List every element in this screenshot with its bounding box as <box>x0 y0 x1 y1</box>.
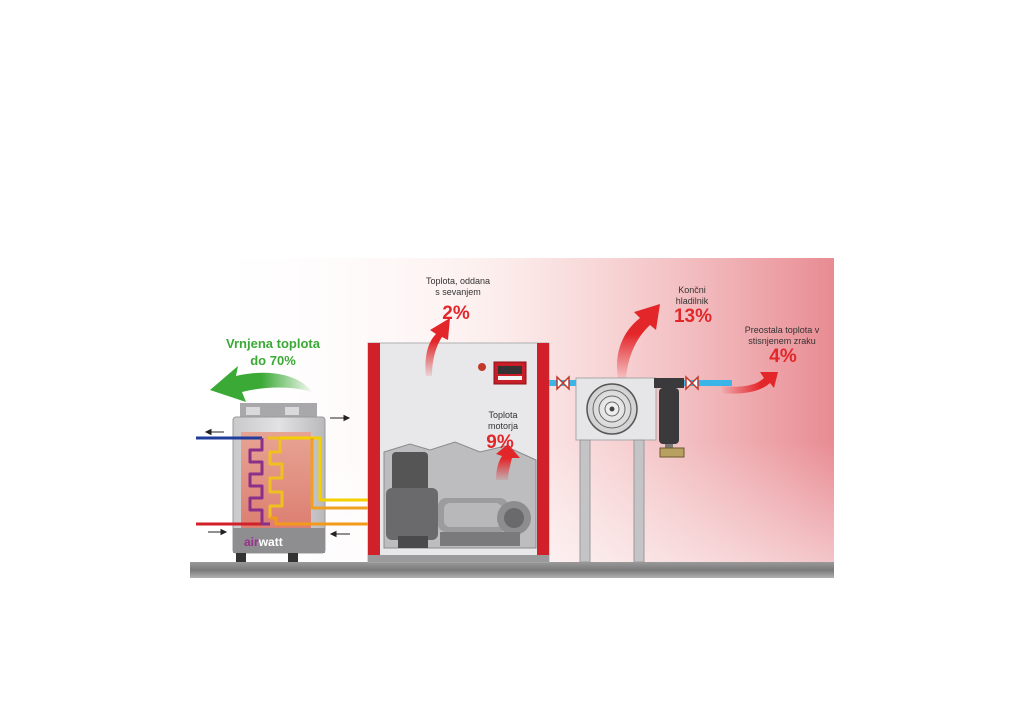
returned-heat-label: Vrnjena toplota do 70% <box>218 335 328 369</box>
valve-icon <box>556 375 570 391</box>
aftercooler-heat-arrow <box>616 304 660 378</box>
residual-heat-text-2: stisnjenem zraku <box>748 336 816 346</box>
aftercooler-heat-text-2: hladilnik <box>675 296 709 306</box>
flow-arrows <box>204 414 351 538</box>
aftercooler <box>575 377 657 563</box>
radiation-heat-label: Toplota, oddana s sevanjem <box>408 276 508 298</box>
radiation-heat-text-1: Toplota, oddana <box>425 276 491 286</box>
radiation-heat-text-2: s sevanjem <box>435 287 481 297</box>
radiation-heat-arrow <box>425 318 450 376</box>
motor-heat-arrow <box>496 444 520 480</box>
motor-heat-text-1: Toplota <box>488 410 518 420</box>
returned-heat-text: Vrnjena toplota <box>226 336 320 351</box>
motor-heat-label: Toplota motorja <box>468 410 538 432</box>
valve-icon <box>685 375 699 391</box>
radiation-heat-percent: 2% <box>442 303 470 324</box>
aftercooler-heat-percent: 13% <box>673 306 713 327</box>
floor <box>190 562 834 578</box>
residual-heat-label: Preostala toplota v stisnjenem zraku <box>732 325 832 347</box>
motor-heat-percent: 9% <box>486 432 514 453</box>
air-filter <box>654 378 685 458</box>
aftercooler-heat-label: Končni hladilnik <box>652 285 732 307</box>
residual-heat-arrow <box>722 372 778 394</box>
airwatt-logo: airwatt <box>244 535 283 549</box>
residual-heat-text-1: Preostala toplota v <box>744 325 820 335</box>
brand-part-watt: watt <box>258 535 283 549</box>
motor-heat-text-2: motorja <box>487 421 518 431</box>
aftercooler-heat-text-1: Končni <box>678 285 706 295</box>
compressed-air-line <box>549 375 732 458</box>
residual-heat-percent: 4% <box>769 346 797 367</box>
recovered-heat-arrow <box>210 366 312 402</box>
water-pipes <box>196 436 372 526</box>
status-lamp <box>478 363 486 371</box>
brand-part-air: air <box>244 535 259 549</box>
returned-heat-percent: do 70% <box>250 353 296 368</box>
